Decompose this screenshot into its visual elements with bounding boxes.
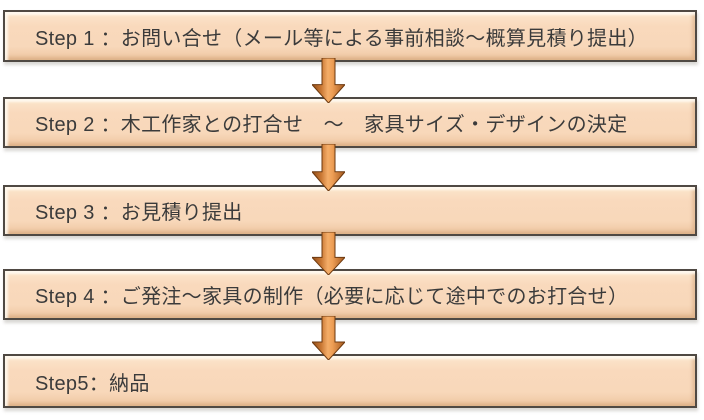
step-2-box: Step 2 ：木工作家との打合せ ～ 家具サイズ・デザインの決定	[3, 97, 697, 148]
step-5-label: Step5：納品	[35, 372, 150, 395]
step-4-label: Step 4 ：ご発注～家具の制作（必要に応じて途中でのお打合せ）	[35, 286, 629, 308]
arrow-down-icon	[312, 144, 345, 191]
step-4-box: Step 4 ：ご発注～家具の制作（必要に応じて途中でのお打合せ）	[3, 269, 697, 320]
step-2-label: Step 2 ：木工作家との打合せ ～ 家具サイズ・デザインの決定	[35, 114, 628, 136]
step-1-label: Step 1 ：お問い合せ（メール等による事前相談～概算見積り提出）	[35, 27, 648, 50]
step-3-box: Step 3 ：お見積り提出	[3, 185, 697, 236]
arrow-down-icon	[312, 232, 345, 275]
arrow-down-icon	[312, 58, 345, 103]
step-3-label: Step 3 ：お見積り提出	[35, 202, 243, 224]
step-5-box: Step5：納品	[3, 354, 697, 408]
arrow-down-icon	[312, 316, 345, 360]
step-1-box: Step 1 ：お問い合せ（メール等による事前相談～概算見積り提出）	[3, 10, 697, 62]
